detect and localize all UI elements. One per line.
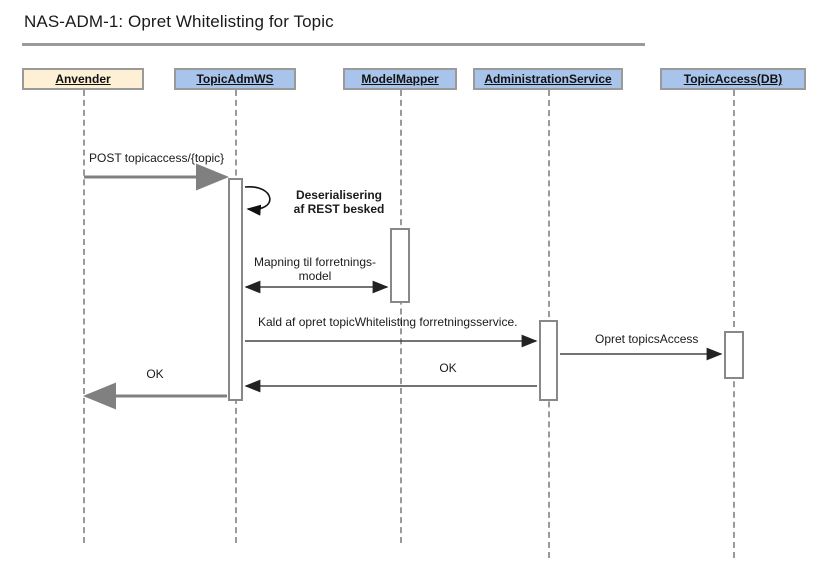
label-opret-topicsaccess: Opret topicsAccess <box>595 332 699 346</box>
participant-anvender[interactable]: Anvender <box>22 68 144 90</box>
title-divider <box>22 43 645 46</box>
label-mapning-line2: model <box>298 269 332 283</box>
participant-modelmapper[interactable]: ModelMapper <box>343 68 457 90</box>
label-ok-administrationservice: OK <box>439 361 457 375</box>
label-mapning-line1: Mapning til forretnings- <box>253 255 377 269</box>
participant-topicaccessdb[interactable]: TopicAccess(DB) <box>660 68 806 90</box>
lifeline-modelmapper <box>400 90 402 543</box>
page-title: NAS-ADM-1: Opret Whitelisting for Topic <box>24 12 334 31</box>
label-kald-forretningsservice: Kald af opret topicWhitelisting forretni… <box>258 315 518 329</box>
participant-label: ModelMapper <box>361 72 439 86</box>
participant-topicadmws[interactable]: TopicAdmWS <box>174 68 296 90</box>
activation-topicadmws <box>228 178 243 401</box>
participant-label: Anvender <box>55 72 111 86</box>
participant-administrationservice[interactable]: AdministrationService <box>473 68 623 90</box>
arrow-self-deserialisering <box>244 186 271 216</box>
label-deserialisering-line2: af REST besked <box>293 202 385 216</box>
label-deserialisering-line1: Deserialisering <box>295 188 383 202</box>
label-post-topicaccess: POST topicaccess/{topic} <box>89 151 225 165</box>
participant-label: TopicAdmWS <box>196 72 274 86</box>
lifeline-anvender <box>83 90 85 543</box>
label-ok-anvender: OK <box>146 367 164 381</box>
lifeline-topicaccessdb <box>733 90 735 558</box>
activation-topicaccessdb <box>724 331 744 379</box>
activation-administrationservice <box>539 320 558 401</box>
activation-modelmapper <box>390 228 410 303</box>
participant-label: AdministrationService <box>484 72 612 86</box>
participant-label: TopicAccess(DB) <box>683 72 783 86</box>
